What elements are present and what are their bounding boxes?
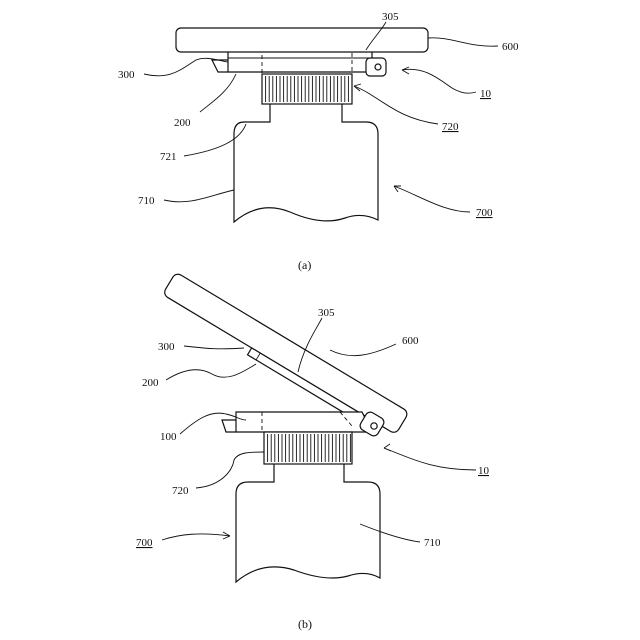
threaded-neck-720-b [264,432,352,464]
bottle-710-b [236,464,380,582]
caption-b: (b) [298,617,312,631]
neck-outline-b [264,432,352,464]
threaded-neck-720-a [262,74,352,104]
label-700-b: 700 [136,537,153,549]
arrow-700-a [394,186,401,192]
label-200-a: 200 [174,117,191,129]
label-600-b: 600 [402,335,419,347]
leader-700-b [162,534,230,540]
leader-600-b [330,344,396,356]
bottle-710-a [234,104,378,222]
leader-300-b [184,346,244,349]
label-600-a: 600 [502,41,519,53]
label-710-a: 710 [138,195,155,207]
arrow-10-a [402,67,409,74]
leader-710-b [360,524,420,542]
label-300-a: 300 [118,69,135,81]
hinge-block-a [366,58,386,76]
leader-200-b [166,364,256,380]
leader-10-b [384,448,476,470]
label-200-b: 200 [142,377,159,389]
dashed-part-305-a [262,52,352,74]
lid-600-a [176,28,428,52]
label-305-b: 305 [318,307,335,319]
label-10-b: 10 [478,465,490,477]
label-710-b: 710 [424,537,441,549]
label-720-b: 720 [172,485,189,497]
leader-200-a [200,74,236,112]
figure-a: 305 600 300 10 200 720 721 710 700 (a) [118,11,519,272]
label-10-a: 10 [480,88,492,100]
label-300-b: 300 [158,341,175,353]
leader-721-a [184,124,246,156]
neck-outline-a [262,74,352,104]
leader-700-a [394,186,470,212]
label-720-a: 720 [442,121,459,133]
leader-600-a [428,38,498,46]
label-100-b: 100 [160,431,177,443]
label-721-a: 721 [160,151,177,163]
hinge-bar-300-a [228,52,372,72]
leader-710-a [164,190,234,202]
cap-body-100-b [236,412,372,432]
label-700-a: 700 [476,207,493,219]
leader-10-a [402,69,476,93]
latch-tab-b [222,420,236,432]
label-305-a: 305 [382,11,399,23]
leader-720-a [354,86,438,124]
caption-a: (a) [298,258,311,272]
figure-b: 305 300 600 200 100 10 720 700 710 (b) [136,272,490,631]
